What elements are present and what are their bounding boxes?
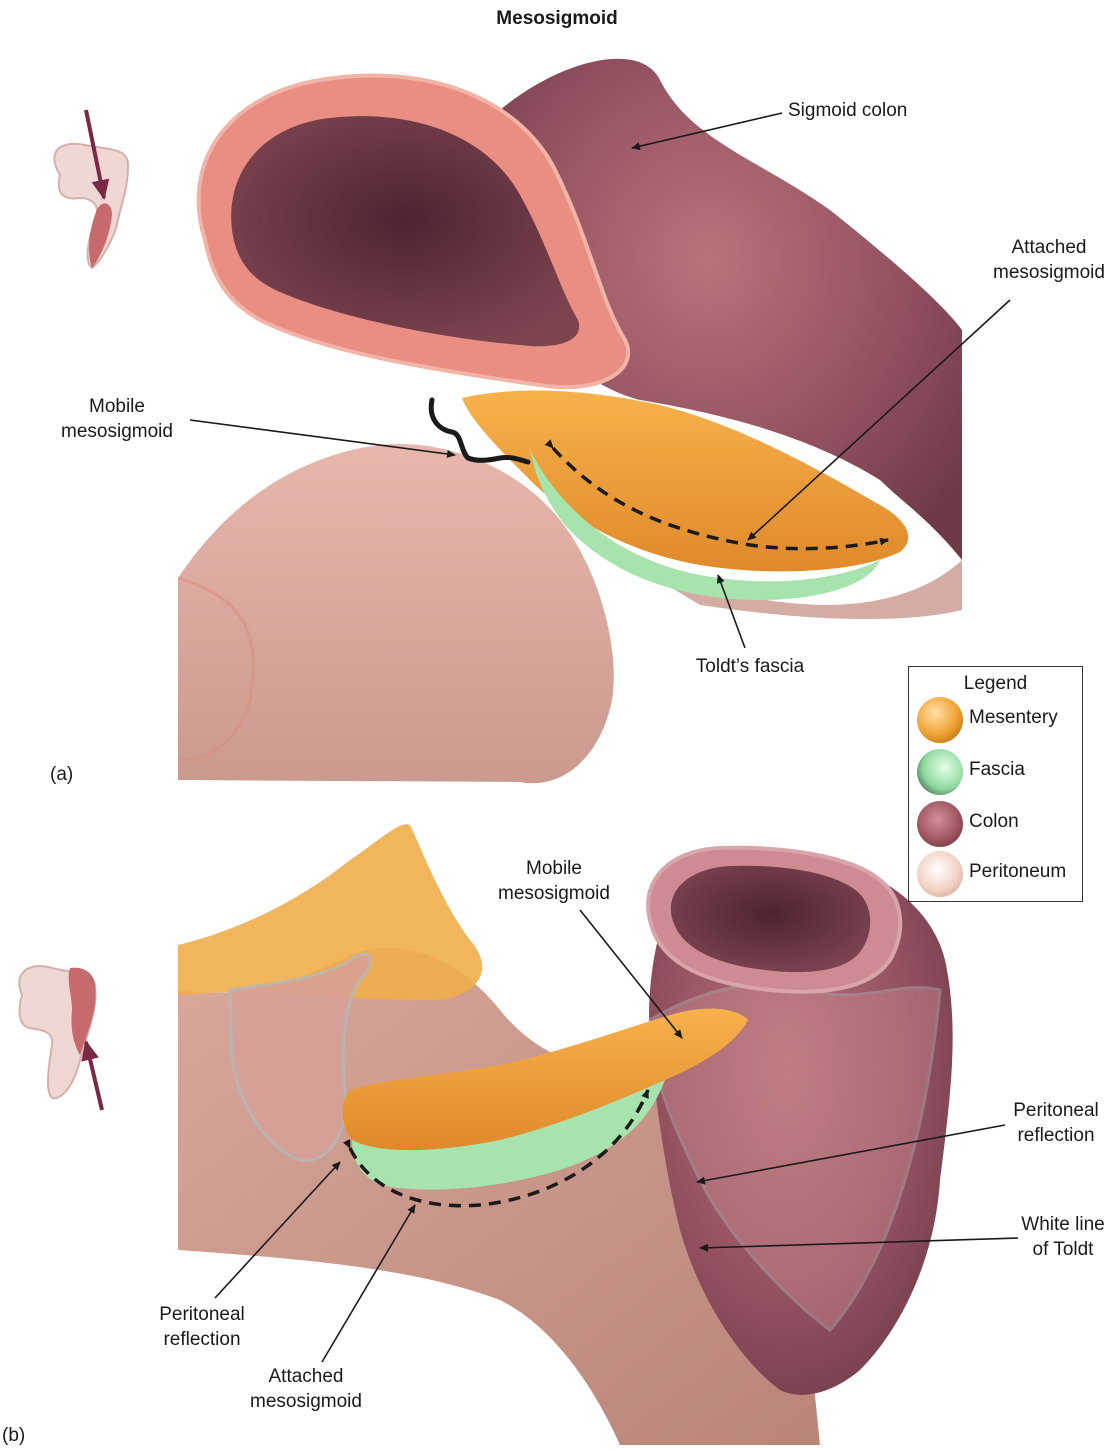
label-attached-mesosigmoid-a-line2: mesosigmoid: [985, 260, 1113, 285]
legend-label-mesentery: Mesentery: [969, 707, 1058, 729]
panel-a-tag: (a): [50, 764, 73, 786]
label-white-line-line1: White line: [1012, 1212, 1114, 1237]
thumbnail-colon-a: [54, 110, 128, 268]
panel-b-tag: (b): [2, 1425, 25, 1447]
figure-title: Mesosigmoid: [0, 8, 1114, 30]
label-peritoneal-reflection-right-line2: reflection: [1000, 1123, 1112, 1148]
thumbnail-colon-b: [19, 966, 102, 1110]
legend-title: Legend: [909, 673, 1082, 695]
legend-label-peritoneum: Peritoneum: [969, 861, 1066, 883]
label-attached-mesosigmoid-b-line1: Attached: [242, 1364, 370, 1389]
colon-swatch-icon: [917, 801, 963, 847]
legend-item-peritoneum: Peritoneum: [917, 851, 1077, 897]
legend-label-colon: Colon: [969, 811, 1019, 833]
label-peritoneal-reflection-left-line1: Peritoneal: [146, 1302, 258, 1327]
label-white-line-line2: of Toldt: [1012, 1237, 1114, 1262]
label-mobile-mesosigmoid-a-line1: Mobile: [55, 394, 179, 419]
legend-item-colon: Colon: [917, 801, 1077, 847]
panel-a: [54, 59, 1010, 784]
leader-mobile-mesosigmoid-a: [190, 420, 455, 455]
label-sigmoid-colon: Sigmoid colon: [788, 98, 907, 123]
label-mobile-mesosigmoid-b-line2: mesosigmoid: [490, 881, 618, 906]
label-peritoneal-reflection-left-line2: reflection: [146, 1327, 258, 1352]
label-mobile-mesosigmoid-b-line1: Mobile: [490, 856, 618, 881]
peritoneum-swatch-icon: [917, 851, 963, 897]
legend-item-mesentery: Mesentery: [917, 697, 1077, 743]
mesentery-swatch-icon: [917, 697, 963, 743]
legend-item-fascia: Fascia: [917, 749, 1077, 795]
legend: Legend Mesentery Fascia Colon Peritoneum: [908, 666, 1083, 902]
fascia-swatch-icon: [917, 749, 963, 795]
label-peritoneal-reflection-right-line1: Peritoneal: [1000, 1098, 1112, 1123]
label-mobile-mesosigmoid-a-line2: mesosigmoid: [55, 419, 179, 444]
label-toldts-fascia: Toldt’s fascia: [688, 654, 812, 679]
legend-label-fascia: Fascia: [969, 759, 1025, 781]
label-attached-mesosigmoid-a-line1: Attached: [985, 235, 1113, 260]
label-attached-mesosigmoid-b-line2: mesosigmoid: [242, 1389, 370, 1414]
